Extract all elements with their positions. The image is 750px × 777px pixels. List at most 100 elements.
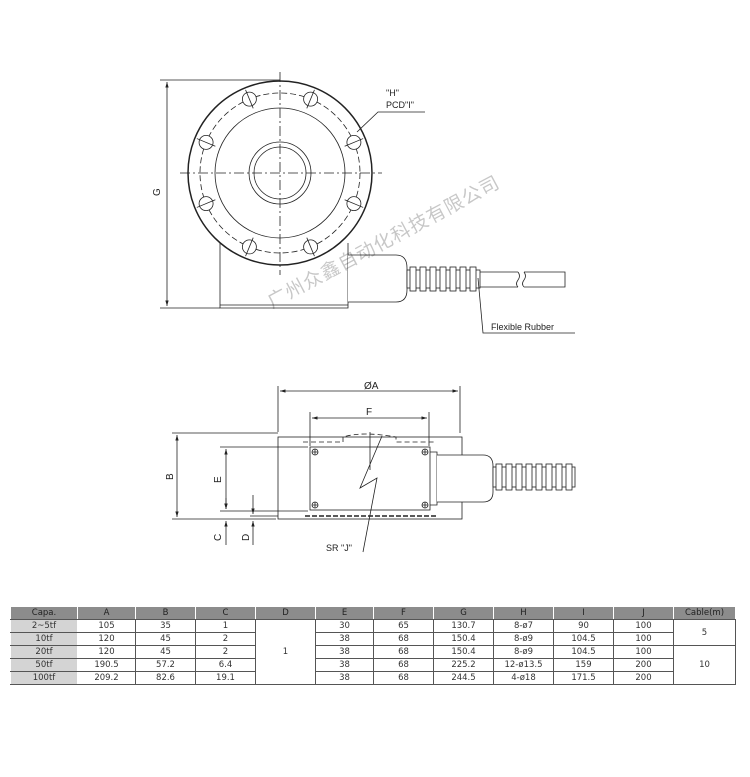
table-cell: 1	[255, 619, 316, 685]
sr-j-label: SR "J"	[326, 543, 352, 553]
table-cell: 2~5tf	[10, 619, 78, 633]
table-cell: 200	[613, 658, 674, 672]
table-cell: 244.5	[433, 671, 494, 685]
flexible-rubber-label: Flexible Rubber	[491, 322, 554, 332]
column-header: C	[195, 606, 256, 620]
hole-spec-label: "H"	[386, 88, 399, 98]
table-cell: 159	[553, 658, 614, 672]
bolt-hole-centerline	[245, 89, 254, 109]
table-cell: 209.2	[77, 671, 136, 685]
bolt-hole-centerline	[306, 237, 315, 257]
table-cell: 65	[373, 619, 434, 633]
table-cell: 45	[135, 632, 196, 646]
sleeve-rib	[419, 266, 427, 292]
table-cell: 150.4	[433, 645, 494, 659]
column-header: G	[433, 606, 494, 620]
column-header: H	[493, 606, 554, 620]
table-cell: 38	[315, 658, 374, 672]
sleeve-rib	[545, 463, 553, 491]
sleeve-rib	[555, 463, 563, 491]
column-header: F	[373, 606, 434, 620]
table-cell: 130.7	[433, 619, 494, 633]
table-cell: 19.1	[195, 671, 256, 685]
column-header: A	[77, 606, 136, 620]
table-cell: 68	[373, 658, 434, 672]
table-cell: 12-ø13.5	[493, 658, 554, 672]
bolt-hole-centerline	[344, 138, 364, 147]
dim-g-label: G	[152, 188, 163, 196]
table-cell: 2	[195, 645, 256, 659]
table-cell: 8-ø9	[493, 645, 554, 659]
dim-a-label: ØA	[364, 381, 379, 392]
table-cell: 100	[613, 645, 674, 659]
sleeve-rib	[535, 463, 543, 491]
screw-icon	[312, 449, 318, 455]
column-header: I	[553, 606, 614, 620]
table-cell: 35	[135, 619, 196, 633]
table-cell: 10	[673, 645, 736, 685]
column-header: B	[135, 606, 196, 620]
table-cell: 57.2	[135, 658, 196, 672]
table-cell: 38	[315, 645, 374, 659]
table-cell: 150.4	[433, 632, 494, 646]
table-cell: 100	[613, 632, 674, 646]
table-cell: 38	[315, 632, 374, 646]
dim-b-label: B	[165, 473, 176, 480]
table-cell: 100	[613, 619, 674, 633]
table-cell: 5	[673, 619, 736, 646]
bolt-hole-centerline	[245, 237, 254, 257]
sleeve-rib	[505, 463, 513, 491]
table-cell: 38	[315, 671, 374, 685]
table-cell: 68	[373, 645, 434, 659]
sleeve-rib	[469, 266, 477, 292]
table-cell: 6.4	[195, 658, 256, 672]
table-cell: 225.2	[433, 658, 494, 672]
table-cell: 68	[373, 671, 434, 685]
dim-d-label: D	[241, 534, 252, 541]
cable-sleeve	[492, 466, 576, 488]
sleeve-rib	[515, 463, 523, 491]
dim-e-label: E	[213, 476, 224, 483]
pcd-label: PCD"I"	[386, 100, 414, 110]
table-cell: 90	[553, 619, 614, 633]
table-cell: 120	[77, 632, 136, 646]
table-cell: 100tf	[10, 671, 78, 685]
screw-icon	[422, 502, 428, 508]
top-view	[160, 72, 575, 334]
side-view	[172, 386, 576, 553]
table-cell: 120	[77, 645, 136, 659]
table-cell: 105	[77, 619, 136, 633]
table-cell: 104.5	[553, 645, 614, 659]
sleeve-rib	[429, 266, 437, 292]
sleeve-rib	[409, 266, 417, 292]
table-cell: 8-ø7	[493, 619, 554, 633]
column-header: E	[315, 606, 374, 620]
table-cell: 190.5	[77, 658, 136, 672]
drawing: G "H" PCD"I" Flexible Rubber ØA F B E C …	[152, 72, 576, 553]
bolt-hole-centerline	[196, 138, 216, 147]
table-cell: 68	[373, 632, 434, 646]
bolt-hole-centerline	[306, 89, 315, 109]
bolt-hole-centerline	[344, 199, 364, 208]
sleeve-rib	[565, 463, 573, 491]
column-header: Cable(m)	[673, 606, 736, 620]
screw-icon	[312, 502, 318, 508]
sleeve-rib	[449, 266, 457, 292]
table-cell: 200	[613, 671, 674, 685]
sleeve-rib	[525, 463, 533, 491]
screw-icon	[422, 449, 428, 455]
table-cell: 4-ø18	[493, 671, 554, 685]
table-cell: 10tf	[10, 632, 78, 646]
table-cell: 45	[135, 645, 196, 659]
dim-f-label: F	[366, 407, 372, 418]
sleeve-rib	[459, 266, 467, 292]
sleeve-rib	[495, 463, 503, 491]
sleeve-rib	[439, 266, 447, 292]
